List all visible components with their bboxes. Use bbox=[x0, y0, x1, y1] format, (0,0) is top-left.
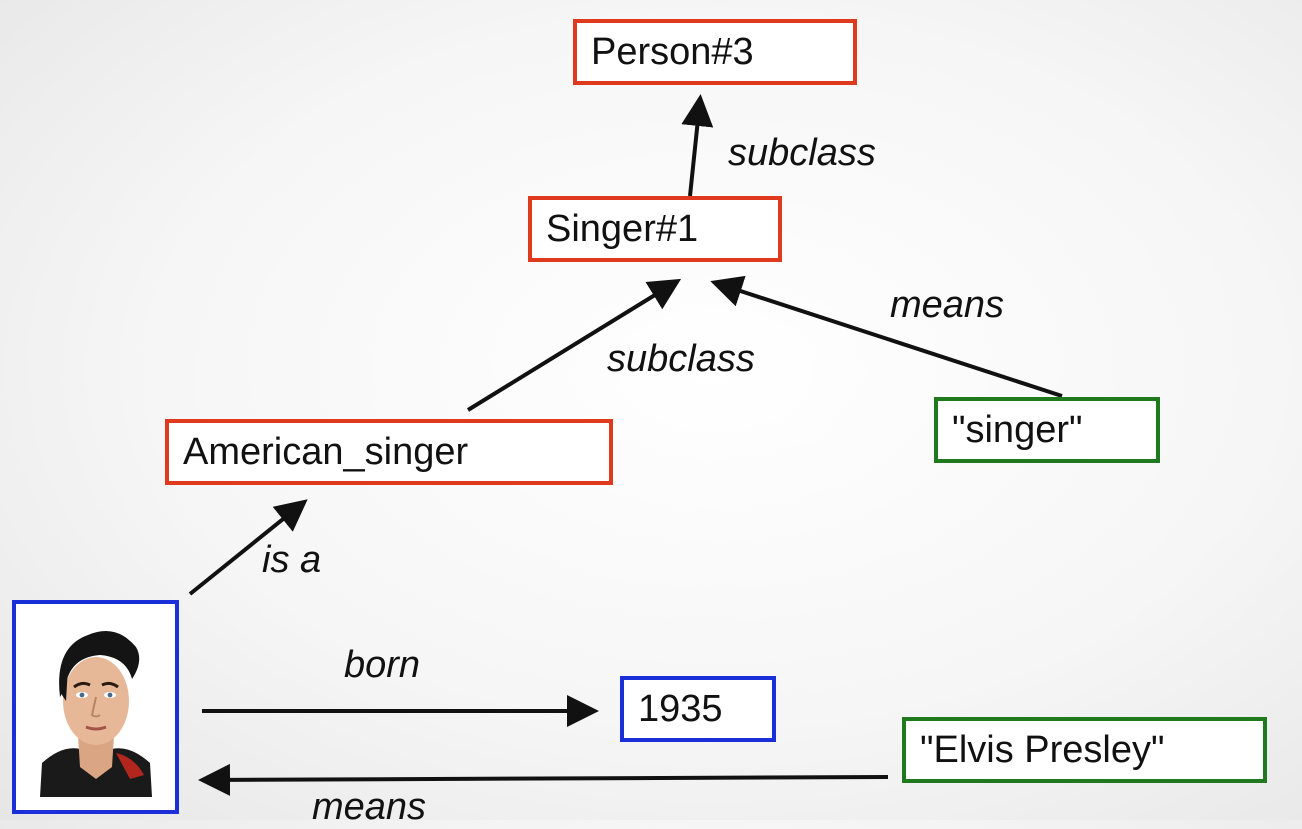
node-person3-label: Person#3 bbox=[591, 30, 754, 73]
edge-label-is-a: is a bbox=[262, 539, 322, 581]
node-1935: 1935 bbox=[620, 676, 776, 742]
edge-is-a bbox=[188, 499, 308, 596]
node-elvis-literal: "Elvis Presley" bbox=[902, 717, 1267, 783]
node-elvis-literal-label: "Elvis Presley" bbox=[920, 728, 1165, 771]
node-american-singer-label: American_singer bbox=[183, 430, 469, 473]
edge-label-means-elvis: means bbox=[312, 786, 427, 828]
edge-label-subclass-mid: subclass bbox=[607, 338, 755, 380]
node-singer-literal-label: "singer" bbox=[952, 408, 1083, 451]
edge-subclass-american-to-singer bbox=[466, 278, 682, 412]
node-american-singer: American_singer bbox=[165, 419, 613, 485]
edge-means-elvis-literal bbox=[198, 763, 889, 796]
edge-label-born: born bbox=[344, 644, 421, 686]
node-elvis-photo bbox=[12, 600, 179, 814]
node-singer1-label: Singer#1 bbox=[546, 207, 699, 250]
edge-label-subclass-top: subclass bbox=[728, 132, 876, 174]
elvis-portrait-icon bbox=[39, 631, 152, 797]
edge-label-means-singer: means bbox=[890, 284, 1005, 326]
node-person3: Person#3 bbox=[573, 19, 857, 85]
node-1935-label: 1935 bbox=[638, 687, 723, 730]
node-singer1: Singer#1 bbox=[528, 196, 782, 262]
node-singer-literal: "singer" bbox=[934, 397, 1160, 463]
edge-subclass-singer-to-person bbox=[681, 94, 714, 197]
edge-means-singer-literal bbox=[710, 275, 1063, 398]
